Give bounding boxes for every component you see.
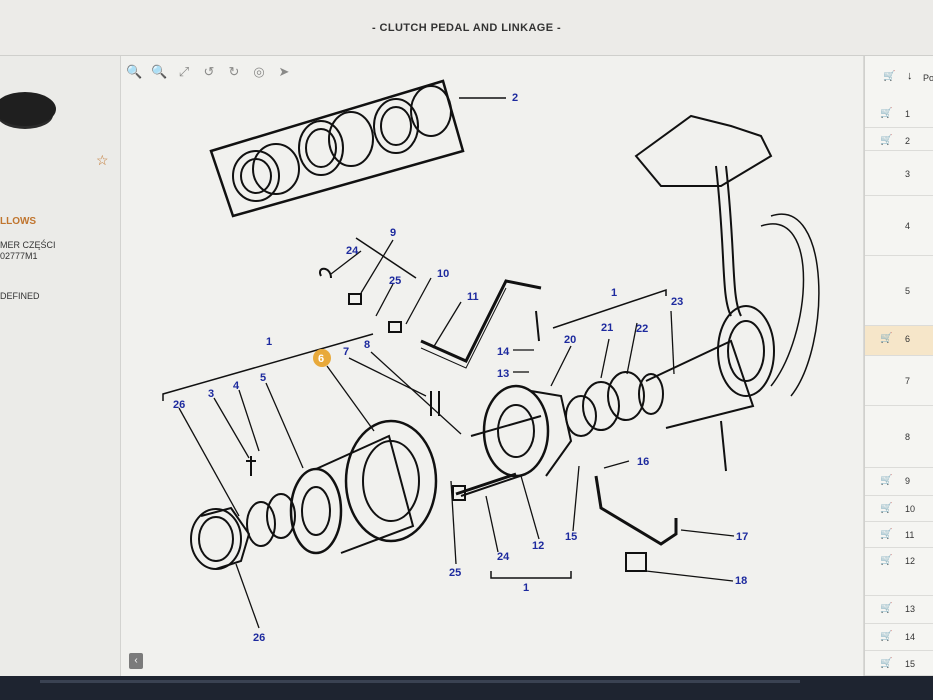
- parts-row-number: 3: [905, 169, 911, 179]
- rotate-right-icon[interactable]: ↻: [228, 64, 240, 79]
- callout-1-right: 1: [611, 287, 617, 299]
- add-to-cart-icon[interactable]: 🛒: [880, 108, 893, 119]
- parts-row[interactable]: 8: [865, 406, 933, 468]
- collapse-panel-button[interactable]: ‹: [129, 653, 143, 669]
- add-to-cart-icon[interactable]: 🛒: [880, 135, 893, 146]
- parts-row-number: 13: [905, 604, 916, 614]
- cart-header-icon[interactable]: 🛒: [883, 71, 896, 82]
- taskbar-strip: [40, 680, 800, 683]
- parts-row-number: 9: [905, 476, 911, 486]
- page-title: - CLUTCH PEDAL AND LINKAGE -: [371, 22, 562, 34]
- add-to-cart-icon[interactable]: 🛒: [880, 333, 893, 344]
- callout-6: 6: [318, 353, 324, 365]
- callout-22: 23: [671, 296, 683, 308]
- callout-27: 25: [389, 275, 401, 287]
- parts-row[interactable]: 3: [865, 151, 933, 196]
- parts-row[interactable]: 🛒2: [865, 128, 933, 151]
- parts-row[interactable]: 🛒 11: [865, 522, 933, 548]
- parts-row-number: 8: [905, 432, 911, 442]
- window-title-bar: - CLUTCH PEDAL AND LINKAGE -: [0, 0, 933, 56]
- parts-row-number: 6: [905, 334, 911, 344]
- parts-row[interactable]: 🛒9: [865, 468, 933, 496]
- callout-1-bottom: 1: [523, 582, 529, 594]
- callout-2: 2: [512, 92, 518, 104]
- parts-row[interactable]: 🛒1: [865, 101, 933, 128]
- callout-23: 24: [497, 551, 510, 563]
- callout-19: 20: [564, 334, 576, 346]
- callout-20: 21: [601, 322, 613, 334]
- callout-11: 11: [467, 291, 479, 303]
- parts-row[interactable]: 🛒 14: [865, 624, 933, 651]
- add-to-cart-icon[interactable]: 🛒: [880, 631, 893, 642]
- parts-row-number: 4: [905, 221, 911, 231]
- callout-4: 4: [233, 380, 240, 392]
- zoom-out-icon[interactable]: 🔍: [151, 64, 168, 79]
- favorite-star-icon[interactable]: ☆: [96, 152, 109, 168]
- callout-15: 15: [565, 531, 577, 543]
- callout-28: 26: [173, 399, 185, 411]
- parts-row-number: 14: [905, 632, 916, 642]
- callout-13: 13: [497, 368, 509, 380]
- add-to-cart-icon[interactable]: 🛒: [880, 503, 893, 514]
- callout-21: 22: [636, 323, 648, 335]
- add-to-cart-icon[interactable]: 🛒: [880, 475, 893, 486]
- part-number-label: MER CZĘŚCI: [0, 240, 56, 250]
- callout-16: 16: [637, 456, 649, 468]
- callout-7: 7: [343, 346, 349, 358]
- parts-row[interactable]: 4: [865, 196, 933, 256]
- callout-18: 18: [735, 575, 747, 587]
- zoom-in-icon[interactable]: 🔍: [126, 64, 143, 79]
- parts-row[interactable]: 🛒 15: [865, 651, 933, 676]
- callout-1-left: 1: [266, 336, 272, 348]
- callout-8: 8: [364, 339, 370, 351]
- pointer-icon[interactable]: ➤: [278, 64, 290, 79]
- callout-14: 14: [497, 346, 510, 358]
- callout-3: 3: [208, 388, 214, 400]
- selected-callout-marker: [313, 349, 331, 367]
- callout-12: 12: [532, 540, 544, 552]
- callout-9: 9: [390, 227, 396, 239]
- callout-26: 24: [346, 245, 359, 257]
- parts-row[interactable]: 🛒 12: [865, 548, 933, 596]
- left-info-panel: ☆ LLOWS MER CZĘŚCI 02777M1 DEFINED: [0, 56, 121, 676]
- parts-row-number: 7: [905, 376, 911, 386]
- exploded-parts-diagram[interactable]: 🔍 🔍 ⤢ ↺ ↻ ◎ ➤: [121, 56, 863, 676]
- parts-row-number: 12: [905, 556, 916, 566]
- parts-row-number: 11: [905, 530, 915, 540]
- add-to-cart-icon[interactable]: 🛒: [880, 555, 893, 566]
- callout-17: 17: [736, 531, 748, 543]
- callout-5: 5: [260, 372, 266, 384]
- product-thumbnail[interactable]: [0, 92, 56, 126]
- callout-25: 26: [253, 632, 265, 644]
- add-to-cart-icon[interactable]: 🛒: [880, 658, 893, 669]
- parts-row[interactable]: 🛒6: [865, 326, 933, 356]
- part-number-value: 02777M1: [0, 251, 38, 261]
- rotate-left-icon[interactable]: ↺: [203, 64, 215, 79]
- parts-row[interactable]: 5: [865, 256, 933, 326]
- callout-10: 10: [437, 268, 449, 280]
- fit-screen-icon[interactable]: ⤢: [178, 64, 190, 79]
- parts-row-number: 10: [905, 504, 916, 514]
- target-icon[interactable]: ◎: [253, 64, 265, 79]
- add-to-cart-icon[interactable]: 🛒: [880, 529, 893, 540]
- parts-row-number: 5: [905, 286, 911, 296]
- parts-row[interactable]: 7: [865, 356, 933, 406]
- brand-label: LLOWS: [0, 216, 37, 227]
- callout-24: 25: [449, 567, 461, 579]
- parts-row-number: 15: [905, 659, 916, 669]
- parts-row-number: 1: [905, 109, 911, 119]
- diagram-drawing: 2 9 24 25 10 11 1 23 22 21 20 14 13 1 6 …: [162, 79, 820, 644]
- parts-row-number: 2: [905, 136, 911, 146]
- system-taskbar: [0, 676, 933, 700]
- parts-row[interactable]: 🛒 10: [865, 496, 933, 522]
- position-column-header: Po: [923, 73, 933, 83]
- add-to-cart-icon[interactable]: 🛒: [880, 603, 893, 614]
- parts-row[interactable]: 🛒 13: [865, 596, 933, 624]
- status-text: DEFINED: [0, 291, 40, 301]
- sort-arrow-icon[interactable]: ↓: [907, 70, 913, 82]
